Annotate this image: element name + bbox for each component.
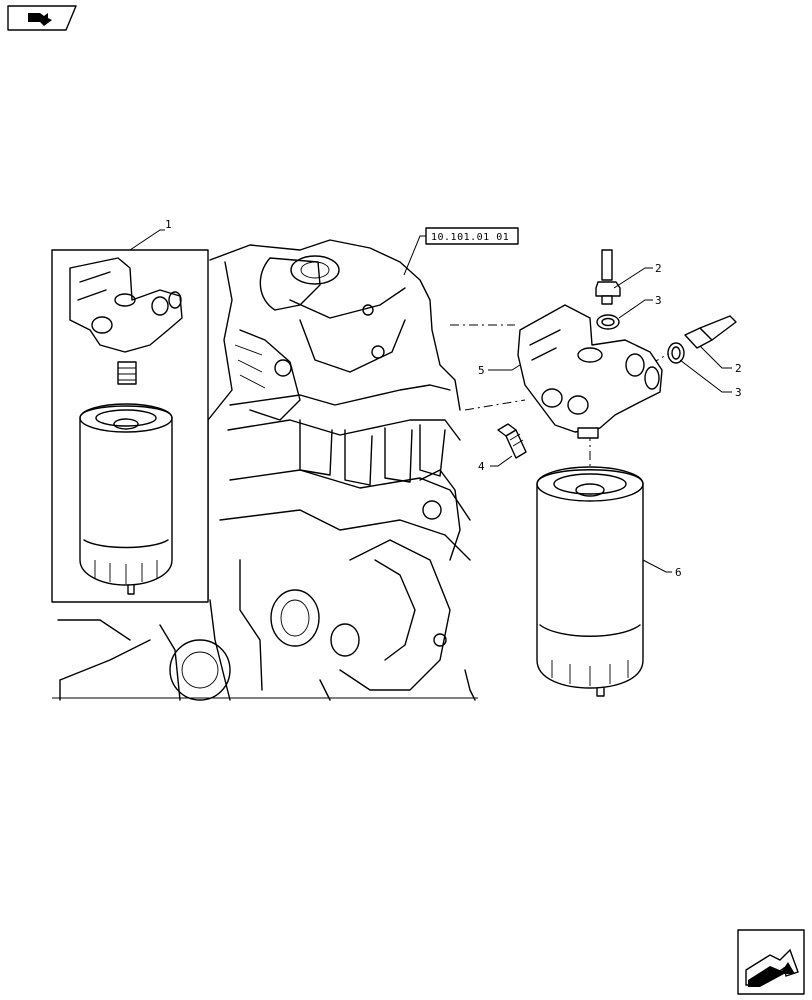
washer-part-side	[667, 342, 685, 364]
callout-4: 4	[478, 460, 485, 473]
previous-page-arrow-icon[interactable]	[7, 5, 77, 31]
next-page-arrow-icon[interactable]	[737, 929, 805, 995]
filter-head-part	[517, 304, 663, 439]
callout-3-top: 3	[655, 294, 662, 307]
callout-2-side: 2	[735, 362, 742, 375]
callout-3-side: 3	[735, 386, 742, 399]
callout-1: 1	[165, 218, 172, 231]
callout-6: 6	[675, 566, 682, 579]
bolt-part	[497, 423, 527, 459]
engine-block-illustration	[52, 239, 478, 701]
washer-part-top	[596, 314, 620, 330]
reference-label: 10.101.01 01	[431, 232, 509, 243]
inset-assembly-box	[51, 249, 209, 603]
reference-box[interactable]: 10.101.01 01	[425, 227, 519, 245]
fitting-part-top	[595, 249, 621, 305]
fitting-part-side	[684, 315, 737, 349]
filter-cartridge-part	[536, 466, 644, 697]
callout-5: 5	[478, 364, 485, 377]
callout-2-top: 2	[655, 262, 662, 275]
